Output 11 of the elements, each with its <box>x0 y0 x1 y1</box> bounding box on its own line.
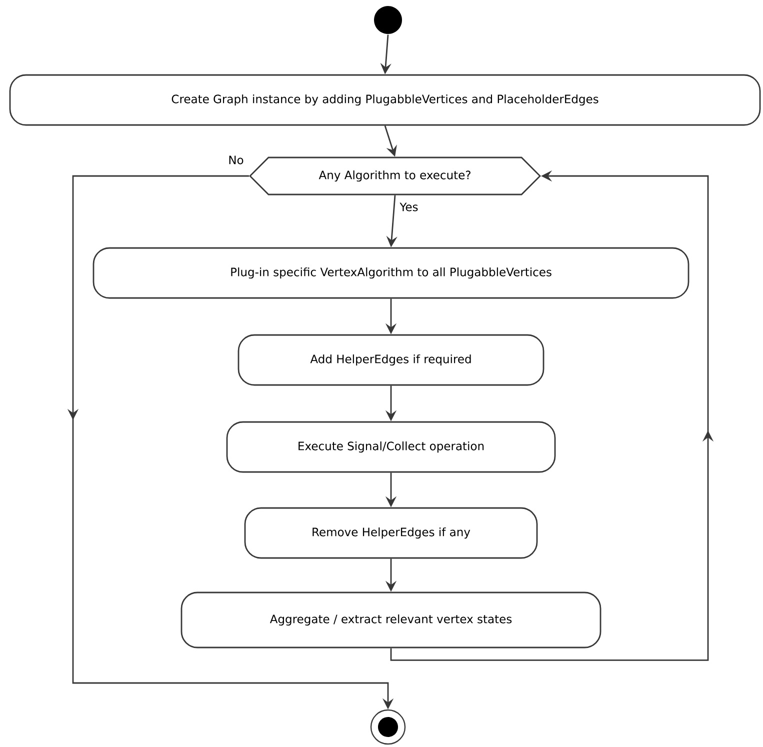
action-box: Create Graph instance by adding PlugabbleVertices and PlaceholderEdges <box>9 74 761 126</box>
edge-label: No <box>227 154 245 166</box>
end-node <box>370 709 406 745</box>
start-node <box>374 6 402 34</box>
edge-label: Yes <box>398 202 420 212</box>
action-box: Aggregate / extract relevant vertex states <box>180 592 602 648</box>
action-box: Plug-in specific VertexAlgorithm to all PlugabbleVertices <box>92 247 690 299</box>
action-box: Add HelperEdges if required <box>238 334 544 386</box>
decision-hexagon: Any Algorithm to execute? <box>249 156 541 196</box>
action-box: Remove HelperEdges if any <box>244 507 538 559</box>
action-box: Execute Signal/Collect operation <box>226 421 556 473</box>
